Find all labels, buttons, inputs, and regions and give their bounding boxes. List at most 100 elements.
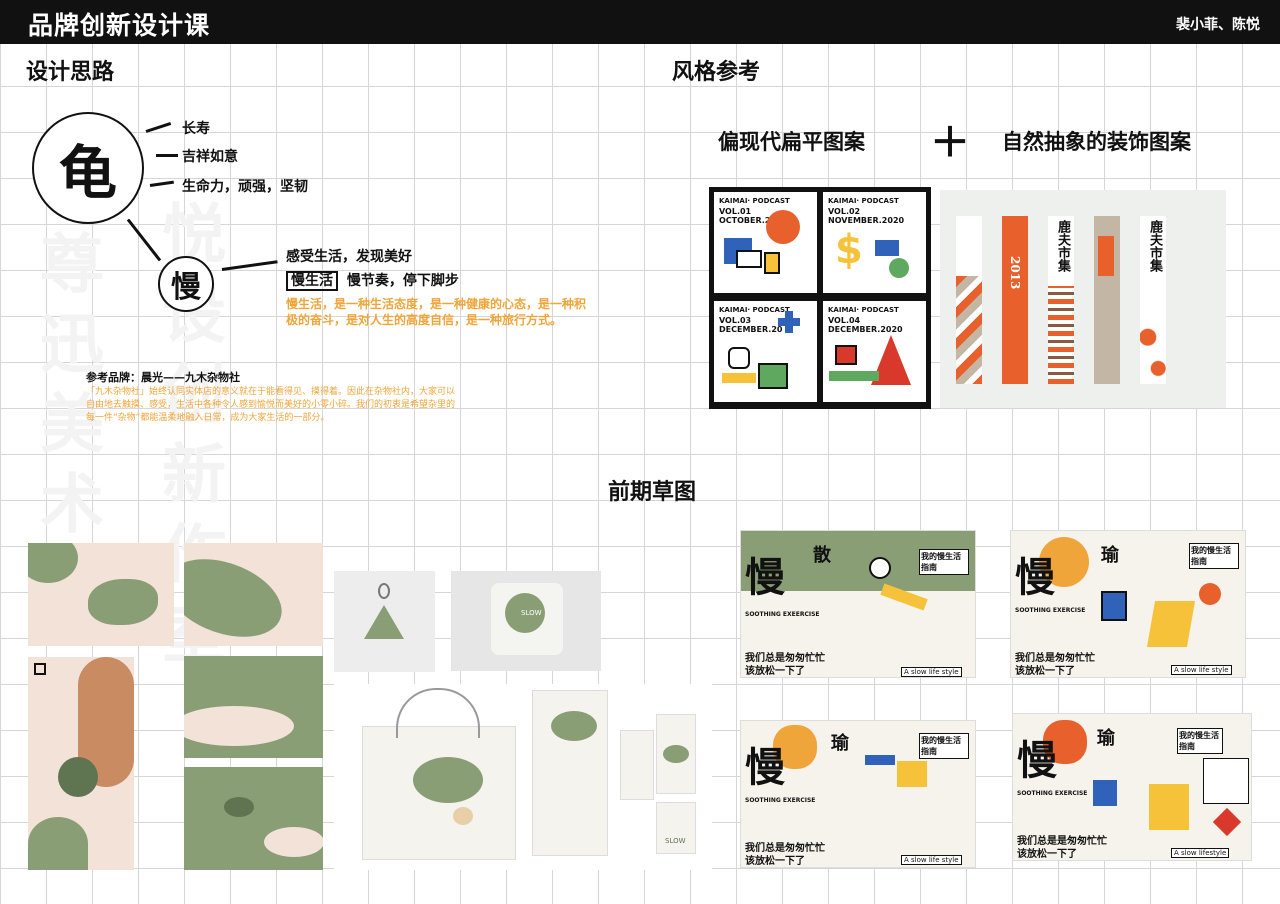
mindmap-branch: 慢节奏，停下脚步	[346, 273, 459, 289]
ghost-text: 悦	[151, 200, 225, 264]
strip-camo	[956, 276, 982, 384]
poster-en: SOOTHING EXERCISE	[1015, 607, 1086, 614]
blob-green	[28, 543, 78, 583]
figure-orange-ball	[1199, 583, 1221, 605]
poster-cn1: 我们总是匆匆忙忙	[1015, 653, 1095, 664]
slow-life-poster: 慢 瑜 我的慢生活指南 SOOTHING EXERCISE 我们总是匆匆忙忙 该…	[740, 720, 976, 868]
ghost-text: 迅	[29, 310, 103, 374]
connector-line	[156, 154, 178, 157]
pillow-text: SLOW	[521, 609, 542, 617]
pillow-blob	[505, 593, 545, 633]
poster-big-char: 慢	[1017, 737, 1057, 784]
strip-card: 鹿夫市集	[1048, 216, 1074, 384]
plus-sign: ＋	[930, 120, 970, 166]
pattern-swatch	[184, 543, 323, 646]
section-style-title: 风格参考	[672, 60, 761, 85]
poster-orange-circle	[1039, 537, 1089, 587]
turtle-illustration	[663, 745, 689, 763]
stationery-mockup: SLOW	[334, 684, 712, 870]
poster-en: SOOTHING EXERCISE	[1017, 790, 1088, 797]
podcast-month: DECEMBER.2020	[828, 324, 903, 334]
ghost-text: 创	[151, 360, 225, 424]
strip-card	[1094, 216, 1120, 384]
slow-life-poster: 慢 散 我的慢生活指南 SOOTHING EXEERCISE 我们总是匆匆忙忙 …	[740, 530, 976, 678]
poster-cn1: 我们总是匆匆忙忙	[745, 653, 825, 664]
logo-icon	[34, 663, 46, 675]
blob-peach	[184, 706, 294, 746]
bookmark	[620, 730, 654, 800]
poster-tag: 我的慢生活指南	[1189, 543, 1239, 569]
desc-line: 慢生活，是一种生活态度，是一种健康的心态，是一种积	[286, 297, 587, 311]
reference-title: 参考品牌：晨光——九木杂物社	[86, 371, 240, 384]
podcast-month: OCTOBER.2020	[719, 215, 788, 225]
notebook	[532, 690, 608, 856]
card-text: SLOW	[665, 837, 686, 845]
ghost-text: 新	[151, 440, 225, 504]
figure-blue-cup	[1093, 780, 1117, 806]
tote-bag	[362, 726, 516, 860]
strip-text: 鹿夫市集	[1055, 220, 1070, 272]
pattern-swatch	[28, 543, 174, 646]
pillow: SLOW	[491, 583, 563, 655]
blob-green	[88, 579, 158, 625]
turtle-illustration	[413, 757, 483, 803]
podcast-vol: VOL.02	[828, 207, 861, 216]
blob-green-band	[184, 544, 293, 646]
mindmap-center-text: 慢	[171, 270, 201, 305]
shape-blue-cross	[778, 311, 800, 333]
poster-en: SOOTHING EXERCISE	[745, 797, 816, 804]
connector-line	[149, 180, 174, 187]
poster-side-char: 瑜	[1097, 728, 1115, 749]
mindmap-branch: 生命力，顽强，坚韧	[182, 179, 308, 195]
poster-side-char: 散	[813, 545, 831, 566]
strip-card: 2013	[1002, 216, 1028, 384]
poster-cn2: 该放松一下了	[745, 856, 805, 867]
shape-tooth	[728, 347, 750, 369]
sand-blob	[453, 807, 473, 825]
section-sketch-title: 前期草图	[608, 480, 697, 505]
poster-cn2: 该放松一下了	[1017, 849, 1077, 860]
poster-footer: A slow life style	[901, 667, 962, 677]
slow-life-poster: 慢 瑜 我的慢生活指南 SOOTHING EXERCISE 我们总是匆匆忙忙 该…	[1010, 530, 1246, 678]
figure-yellow-body	[1146, 601, 1196, 647]
slow-life-poster: 慢 瑜 我的慢生活指南 SOOTHING EXERCISE 我们总是是匆匆忙忙 …	[1012, 713, 1252, 861]
desc-line: 极的奋斗，是对人生的高度自信，是一种旅行方式。	[286, 313, 563, 327]
connector-line	[145, 122, 172, 133]
blob-green	[58, 757, 98, 797]
poster-big-char: 慢	[745, 744, 785, 791]
strip-card: 鹿夫市集	[1140, 216, 1166, 384]
strip-text: 鹿夫市集	[1147, 220, 1162, 272]
shape-green-banner	[829, 371, 879, 381]
shape-grid-block	[736, 250, 762, 268]
reference-line: 每一件“杂物”都能温柔地融入日常，成为大家生活的一部分。	[86, 413, 330, 423]
mindmap-center-text: 龟	[58, 139, 117, 207]
ghost-text: 术	[29, 470, 103, 534]
mindmap-branch-box: 慢生活 慢节奏，停下脚步	[286, 270, 459, 291]
figure-blue-band	[865, 755, 895, 765]
decorative-strips-panel: 2013 鹿夫市集 鹿夫市集	[940, 190, 1226, 408]
keychain-mockup	[334, 571, 435, 672]
podcast-header: KAIMAI· PODCAST	[719, 306, 790, 314]
shape-gift	[835, 345, 857, 365]
calendar-widget	[1203, 758, 1249, 804]
keychain-ring	[378, 583, 390, 599]
poster-tag: 我的慢生活指南	[1177, 728, 1223, 754]
shape-yellow-hand	[722, 373, 756, 383]
turtle-illustration	[551, 711, 597, 741]
keychain-charm	[364, 605, 404, 639]
connector-line	[221, 260, 278, 271]
podcast-vol: VOL.04	[828, 316, 861, 325]
poster-footer: A slow life style	[1171, 665, 1232, 675]
poster-footer: A slow life style	[901, 855, 962, 865]
reference-line: 「九木杂物社」始终认同实体店的意义就在于能看得见、摸得着。因此在杂物社内，大家可…	[86, 387, 456, 397]
bag-handle	[396, 688, 480, 738]
pattern-swatch	[184, 767, 323, 870]
